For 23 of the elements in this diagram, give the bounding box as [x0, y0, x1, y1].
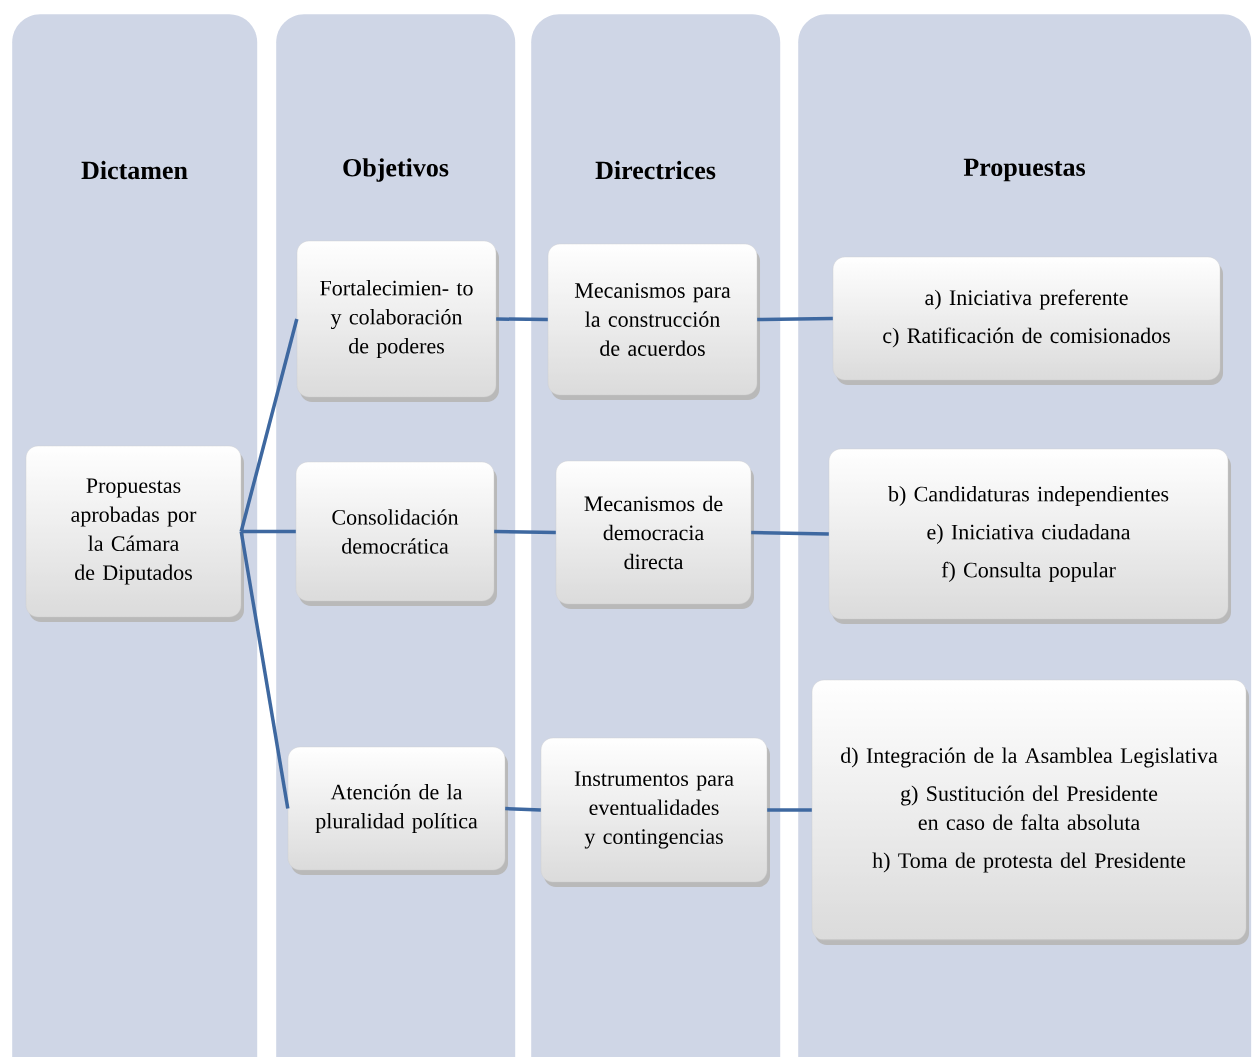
proposal-box: d) Integración de la Asamblea Legislativa g) Sustitución del Presidente en caso de falta absoluta h) Toma de protesta del Presidente — [811, 679, 1249, 945]
connector-line — [751, 530, 829, 536]
text-box: Fortalecimien- to y colaboración de poderes — [296, 240, 499, 402]
text-box: Atención de la pluralidad política — [287, 746, 508, 875]
text-box: Mecanismos para la construcción de acuerdos — [547, 243, 760, 400]
column-heading: Propuestas — [963, 158, 1086, 182]
connector-line — [239, 318, 299, 532]
proposal-box: b) Candidaturas independientes e) Iniciativa ciudadana f) Consulta popular — [828, 448, 1231, 624]
connector-line — [757, 316, 833, 322]
text-box: Instrumentos para eventualidades y contingencias — [540, 737, 770, 887]
column-heading: Objetivos — [343, 158, 449, 182]
connector-line — [496, 317, 548, 322]
text-box: Mecanismos de democracia directa — [555, 460, 754, 609]
connector-line — [239, 531, 290, 809]
connector-line — [241, 529, 296, 534]
connector-line — [767, 808, 812, 812]
proposal-box: a) Iniciativa preferente c) Ratificación de comisionados — [832, 256, 1223, 385]
column-heading: Dictamen — [81, 160, 188, 180]
column-heading: Directrices — [595, 160, 716, 180]
text-box: Consolidación democrática — [295, 461, 497, 606]
connector-line — [505, 806, 541, 812]
connector-line — [494, 529, 556, 535]
text-box: Propuestas aprobadas por la Cámara de Diputados — [25, 445, 244, 622]
